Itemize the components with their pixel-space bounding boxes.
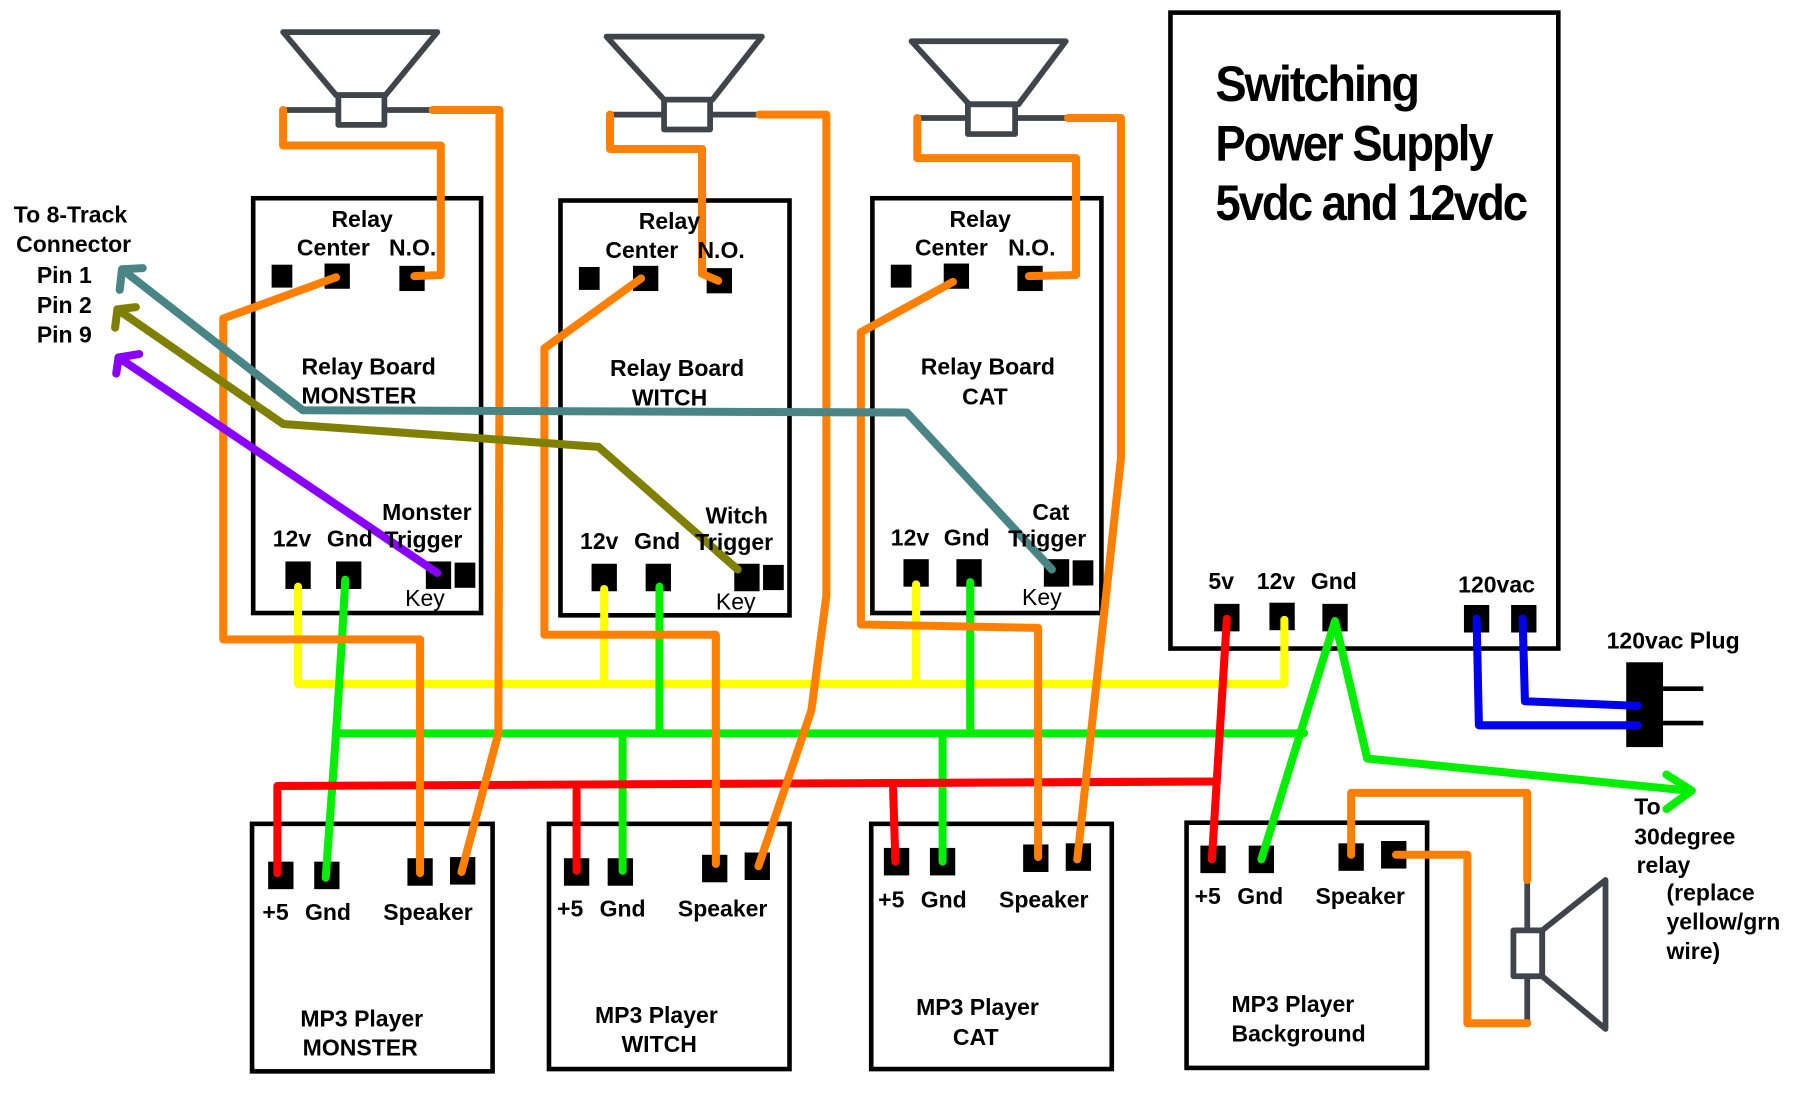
- speaker-icon-background: [1510, 877, 1609, 1032]
- relay-no-label: N.O.: [389, 235, 436, 261]
- relay-terminal-nc: [890, 264, 912, 288]
- wire-speaker: [219, 105, 1532, 1028]
- relay-board-name: Relay Board: [610, 355, 744, 381]
- mp3-speaker-label: Speaker: [1315, 883, 1405, 909]
- v12-label: 12v: [580, 528, 619, 554]
- relay-board-subname: CAT: [962, 384, 1008, 410]
- relay-note-line4: (replace: [1666, 880, 1754, 906]
- relay-center-label: Center: [915, 235, 988, 261]
- wire-gnd: [321, 575, 1696, 882]
- v12-label: 12v: [891, 524, 930, 550]
- psu-gnd-label: Gnd: [1311, 568, 1357, 594]
- speaker-icon-cat: [908, 38, 1069, 137]
- relay-board-witch: [558, 198, 792, 618]
- psu-5v-label: 5v: [1208, 568, 1234, 594]
- wire-ac: [1472, 614, 1642, 730]
- trigger-label-2: Trigger: [695, 529, 773, 555]
- trigger-label: Monster: [382, 499, 472, 525]
- mp3-player-monster: [249, 821, 495, 1074]
- mp3-player-subname: Background: [1231, 1021, 1365, 1047]
- gnd-label: Gnd: [327, 526, 373, 552]
- trigger-label-2: Trigger: [1008, 526, 1086, 552]
- mp3-gnd-label: Gnd: [1237, 883, 1283, 909]
- speaker-icon-witch: [603, 33, 765, 133]
- plug-label: 120vac Plug: [1607, 628, 1740, 654]
- mp3-player-subname: WITCH: [621, 1031, 696, 1057]
- psu-12v-label: 12v: [1257, 568, 1296, 594]
- mp3-gnd-label: Gnd: [921, 887, 967, 913]
- mp3-gnd-label: Gnd: [305, 899, 351, 925]
- mp3-speaker-label: Speaker: [383, 899, 473, 925]
- mp3-player-name: MP3 Player: [1231, 991, 1354, 1017]
- relay-terminal-nc: [271, 264, 293, 288]
- key-label: Key: [716, 589, 756, 615]
- mp3-player-subname: CAT: [953, 1024, 999, 1050]
- wire-pin1: [115, 264, 1056, 574]
- relay-board-subname: MONSTER: [302, 382, 417, 408]
- wire-pin9: [112, 350, 442, 577]
- mp3-player-name: MP3 Player: [595, 1002, 718, 1028]
- trigger-label-2: Trigger: [384, 527, 462, 553]
- connector-label-line2: Connector: [16, 231, 131, 257]
- relay-board-name: Relay Board: [921, 354, 1055, 380]
- relay-note-line6: wire): [1665, 938, 1720, 964]
- relay-label: Relay: [949, 206, 1011, 232]
- wire-5v: [273, 614, 1231, 878]
- wire-pin2: [111, 303, 742, 574]
- v12-label: 12v: [273, 526, 312, 552]
- relay-no-label: N.O.: [1008, 235, 1055, 261]
- mp3-player-subname: MONSTER: [303, 1034, 418, 1060]
- relay-note-line1: To: [1634, 794, 1660, 820]
- relay-note-line5: yellow/grn: [1666, 908, 1780, 934]
- relay-no-label: N.O.: [697, 237, 744, 263]
- mp3-5v-label: +5: [1195, 883, 1221, 909]
- relay-center-label: Center: [605, 237, 678, 263]
- key-label: Key: [1022, 584, 1062, 610]
- speaker-icon-monster: [280, 29, 441, 128]
- mp3-player-name: MP3 Player: [300, 1006, 423, 1032]
- terminal-trigger: [454, 562, 476, 588]
- relay-note-line3: relay: [1637, 852, 1691, 878]
- relay-center-label: Center: [297, 235, 370, 261]
- relay-note-line2: 30degree: [1634, 824, 1735, 850]
- relay-board-subname: WITCH: [632, 385, 707, 411]
- mp3-gnd-label: Gnd: [600, 896, 646, 922]
- mp3-5v-label: +5: [557, 896, 583, 922]
- trigger-label: Cat: [1032, 499, 1069, 525]
- mp3-speaker-label: Speaker: [678, 896, 768, 922]
- relay-label: Relay: [331, 206, 393, 232]
- mp3-speaker-label: Speaker: [999, 887, 1089, 913]
- gnd-label: Gnd: [634, 528, 680, 554]
- psu-title-line1: Switching: [1215, 55, 1418, 112]
- connector-label-line1: To 8-Track: [14, 201, 128, 227]
- connector-pin1-label: Pin 1: [37, 262, 92, 288]
- relay-board-name: Relay Board: [302, 354, 436, 380]
- psu-title-line3: 5vdc and 12vdc: [1215, 174, 1527, 231]
- relay-terminal-nc: [578, 266, 600, 290]
- psu-title-line2: Power Supply: [1215, 115, 1493, 172]
- mp3-5v-label: +5: [878, 887, 904, 913]
- relay-label: Relay: [639, 208, 701, 234]
- terminal-trigger: [1072, 560, 1094, 586]
- psu-ac-label: 120vac: [1458, 571, 1535, 597]
- trigger-label: Witch: [705, 503, 767, 529]
- terminal-trigger: [763, 564, 784, 591]
- mp3-player-name: MP3 Player: [916, 994, 1039, 1020]
- key-label: Key: [405, 585, 445, 611]
- connector-pin2-label: Pin 2: [37, 292, 92, 318]
- mp3-5v-label: +5: [262, 899, 288, 925]
- gnd-label: Gnd: [944, 524, 990, 550]
- connector-pin9-label: Pin 9: [37, 322, 92, 348]
